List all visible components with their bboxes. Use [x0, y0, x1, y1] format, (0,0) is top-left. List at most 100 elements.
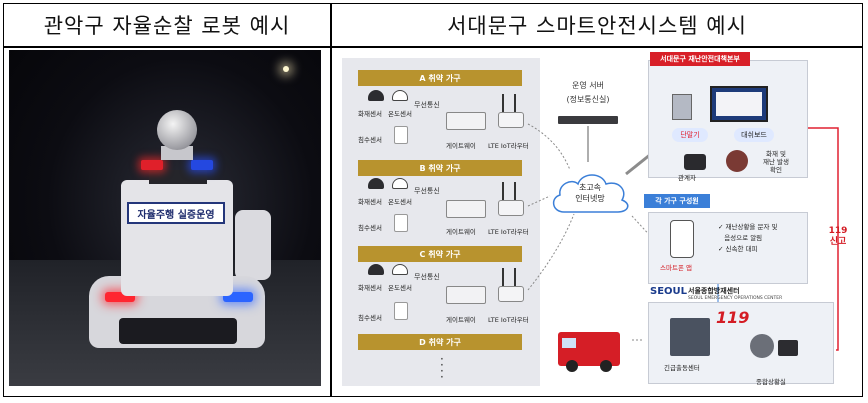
group-title-a: A 취약 가구	[358, 70, 522, 86]
link-c	[527, 213, 575, 291]
operator-icon	[750, 334, 774, 358]
temp-sensor-label: 온도센서	[388, 284, 412, 292]
robot-camera	[157, 110, 197, 150]
gateway-icon	[446, 286, 486, 304]
system-diagram: A 취약 가구 화재센서 온도센서 무선통신 침수센서 게이트웨이 LTE Io…	[338, 50, 852, 387]
desk-phone-icon	[684, 154, 706, 170]
temp-sensor-icon	[390, 178, 410, 194]
wireless-label: 무선통신	[414, 101, 440, 109]
terminal-label: 단말기	[672, 128, 708, 142]
robot-blue-beacon	[191, 160, 213, 170]
gateway-label: 게이트웨이	[446, 316, 476, 324]
server-subtitle: (정보통신실)	[566, 95, 610, 104]
router-label: LTE IoT라우터	[488, 316, 529, 324]
operator-phone-icon	[778, 340, 798, 356]
server-rack-icon	[670, 318, 710, 356]
wireless-label: 무선통신	[414, 273, 440, 281]
router-icon	[498, 200, 524, 216]
header-divider	[4, 46, 862, 48]
link-119	[808, 127, 839, 351]
gateway-icon	[446, 112, 486, 130]
seoul-center-title: 서울종합방재센터	[688, 287, 740, 295]
robot-photo: 자율주행 실증운영	[9, 50, 321, 386]
app-label: 스마트폰 앱	[660, 264, 692, 272]
server-icon	[558, 116, 618, 124]
router-icon	[498, 112, 524, 128]
seoul-logo: SEOUL	[650, 286, 688, 297]
pc-icon	[672, 94, 692, 120]
server-title: 운영 서버	[572, 81, 604, 90]
person-icon	[726, 150, 748, 172]
confirm-label: 화재 및 재난 발생 확인	[756, 150, 796, 174]
gateway-label: 게이트웨이	[446, 142, 476, 150]
robot-side-panel	[235, 210, 271, 280]
antenna-icon	[514, 94, 516, 112]
robot-neck	[149, 170, 207, 184]
water-sensor-label: 침수센서	[358, 136, 382, 144]
situation-room-label: 종합상황실	[756, 378, 786, 386]
dispatch-label: 긴급출동센터	[664, 364, 700, 372]
robot-red-light	[105, 292, 135, 302]
gateway-icon	[446, 200, 486, 218]
confirm-line1: 화재 및	[765, 150, 786, 158]
fire-sensor-label: 화재센서	[358, 198, 382, 206]
group-title-b: B 취약 가구	[358, 160, 522, 176]
left-header: 관악구 자율순찰 로봇 예시	[43, 14, 291, 38]
link-household	[631, 215, 655, 241]
comparison-table: 관악구 자율순찰 로봇 예시 서대문구 스마트안전시스템 예시	[3, 3, 863, 397]
fire-sensor-icon	[366, 178, 386, 194]
robot-blue-light	[223, 292, 253, 302]
group-title-d: D 취약 가구	[358, 334, 522, 350]
antenna-icon	[502, 94, 504, 112]
seoul-center-subtitle: SEOUL EMERGENCY OPERATIONS CENTER	[688, 296, 783, 301]
antenna-icon	[502, 268, 504, 286]
column-divider	[330, 4, 332, 396]
dashboard-monitor-icon	[710, 86, 768, 122]
more-dots: ····	[440, 352, 444, 384]
dashboard-label: 대쉬보드	[734, 128, 774, 142]
alert-checklist: ✓ 재난상황을 문자 및 음성으로 알림 ✓ 신속한 대피	[718, 223, 778, 253]
cloud-label-line2: 인터넷망	[575, 194, 605, 203]
robot-red-beacon	[141, 160, 163, 170]
temp-sensor-label: 온도센서	[388, 198, 412, 206]
water-sensor-label: 침수센서	[358, 314, 382, 322]
smartphone-icon	[670, 220, 694, 258]
cloud-icon	[552, 174, 629, 213]
call-119-number: 119	[828, 226, 848, 236]
router-label: LTE IoT라우터	[488, 142, 529, 150]
fire-sensor-label: 화재센서	[358, 284, 382, 292]
water-sensor-icon	[394, 126, 408, 144]
confirm-line2: 재난 발생	[763, 158, 789, 166]
cloud-label-line1: 초고속	[578, 183, 602, 192]
check-item-2: 신속한 대피	[725, 245, 758, 253]
water-sensor-icon	[394, 214, 408, 232]
staff-label: 관계자	[678, 174, 696, 182]
call-119-label: 119 신고	[826, 226, 850, 248]
hq-panel-title: 서대문구 재난안전대책본부	[650, 52, 750, 66]
group-title-c: C 취약 가구	[358, 246, 522, 262]
link-a	[527, 123, 571, 171]
fire-truck-icon	[558, 332, 620, 372]
water-sensor-icon	[394, 302, 408, 320]
household-panel-title: 각 가구 구성원	[644, 194, 710, 208]
call-119-text: 신고	[829, 237, 847, 247]
router-icon	[498, 286, 524, 302]
streetlight	[283, 66, 289, 72]
router-label: LTE IoT라우터	[488, 228, 529, 236]
emergency-number: 119	[716, 308, 750, 327]
check-item-1b: 음성으로 알림	[724, 234, 763, 242]
confirm-line3: 확인	[770, 166, 782, 174]
robot-camera-mount	[161, 146, 193, 160]
robot-bumper	[119, 318, 237, 344]
temp-sensor-icon	[390, 264, 410, 280]
robot-sign: 자율주행 실증운영	[127, 202, 225, 224]
antenna-icon	[514, 182, 516, 200]
antenna-icon	[514, 268, 516, 286]
link-b	[527, 195, 551, 207]
fire-sensor-icon	[366, 264, 386, 280]
cloud-label: 초고속 인터넷망	[548, 182, 632, 204]
robot-body	[121, 180, 233, 296]
fire-sensor-icon	[366, 90, 386, 106]
antenna-icon	[502, 182, 504, 200]
wireless-label: 무선통신	[414, 187, 440, 195]
